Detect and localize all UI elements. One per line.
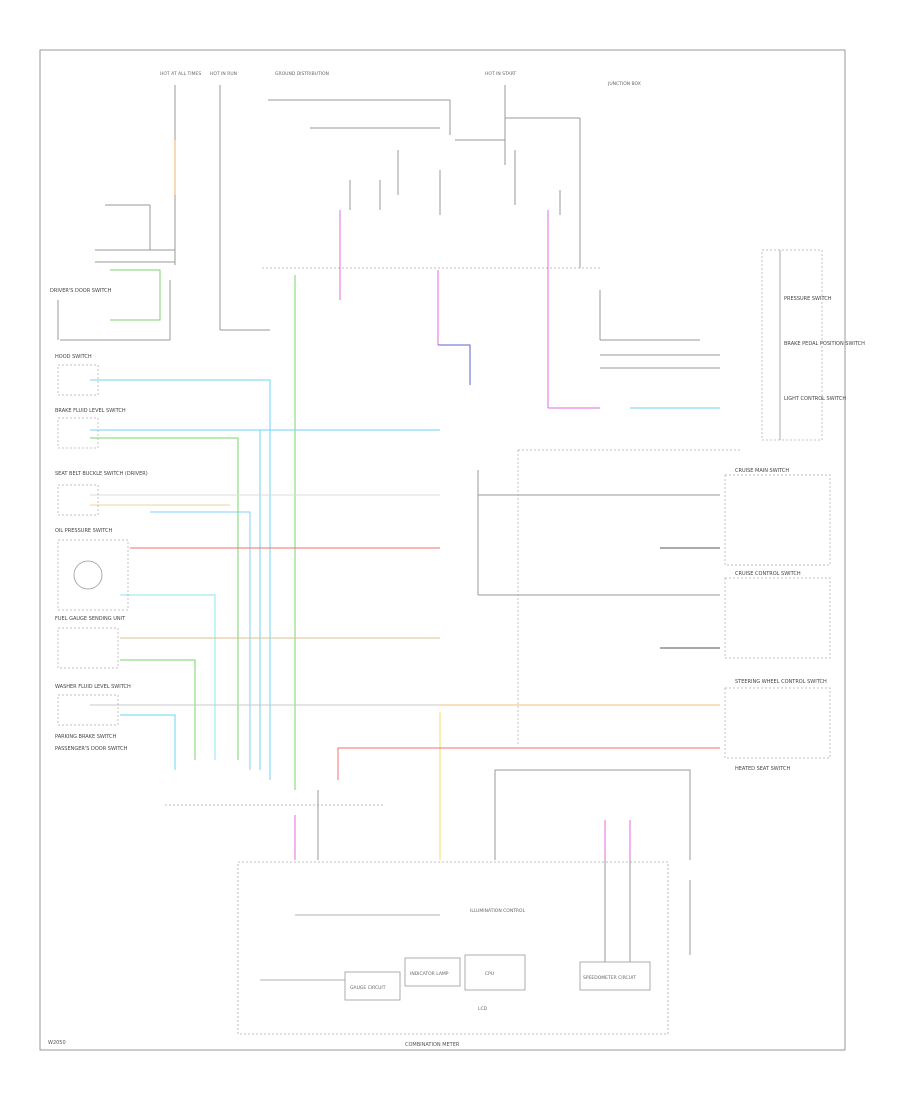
- block-ecu: [464, 954, 526, 991]
- wire-brake: [90, 494, 440, 770]
- block-lcd-label: LCD: [478, 1006, 488, 1012]
- wire-cyan-park: [120, 714, 176, 770]
- top-label-junction: JUNCTION BOX: [607, 81, 641, 87]
- block-amp: [579, 961, 651, 991]
- label-brake-sw: BRAKE PEDAL POSITION SWITCH: [784, 341, 865, 347]
- block-amp-label: SPEEDOMETER CIRCUIT: [583, 975, 636, 981]
- label-fuel-gauge: FUEL GAUGE SENDING UNIT: [55, 616, 126, 622]
- meter-feed-wiring: [317, 769, 691, 962]
- top-labels: HOT AT ALL TIMES HOT IN RUN GROUND DISTR…: [160, 71, 641, 87]
- right-wiring: [477, 290, 740, 745]
- top-label-hot-run: HOT IN RUN: [210, 71, 237, 77]
- label-door-switch: DRIVER'S DOOR SWITCH: [50, 288, 112, 294]
- block-ecu-label: CPU: [485, 971, 494, 977]
- label-pass-door: PASSENGER'S DOOR SWITCH: [55, 746, 128, 752]
- label-steering: STEERING WHEEL CONTROL SWITCH: [735, 679, 827, 685]
- wire-blue: [438, 344, 471, 385]
- label-heated-seat: HEATED SEAT SWITCH: [735, 766, 790, 772]
- block-indicator-label: INDICATOR LAMP: [410, 971, 449, 977]
- wire-green-hood: [90, 437, 239, 760]
- top-wiring: [57, 85, 600, 341]
- block-gauge: [344, 971, 401, 1001]
- block-gauge-label: GAUGE CIRCUIT: [350, 985, 386, 991]
- right-switch-boxes: [724, 474, 831, 759]
- label-washer: WASHER FLUID LEVEL SWITCH: [55, 684, 131, 690]
- label-cruise-ctrl: CRUISE CONTROL SWITCH: [735, 571, 801, 577]
- right-top-box: [761, 249, 823, 441]
- diagram-frame: [39, 49, 846, 1051]
- label-seatbelt: SEAT BELT BUCKLE SWITCH (DRIVER): [55, 471, 148, 477]
- wire-magenta: [294, 210, 631, 860]
- label-light-ctrl: LIGHT CONTROL SWITCH: [784, 396, 846, 402]
- label-brake-fluid: BRAKE FLUID LEVEL SWITCH: [55, 408, 126, 414]
- label-pressure: PRESSURE SWITCH: [784, 296, 832, 302]
- right-labels: CRUISE MAIN SWITCH CRUISE CONTROL SWITCH…: [735, 296, 865, 772]
- top-label-hot-bat: HOT AT ALL TIMES: [160, 71, 201, 77]
- label-cruise-main: CRUISE MAIN SWITCH: [735, 468, 789, 474]
- block-indicator: [404, 957, 461, 987]
- top-label-ground: GROUND DISTRIBUTION: [275, 71, 329, 77]
- combination-meter-box: [237, 861, 669, 1035]
- wire-cyan: [90, 379, 720, 780]
- wire-green: [110, 269, 296, 790]
- wire-yellow: [439, 704, 720, 860]
- label-park-brake: PARKING BRAKE SWITCH: [55, 734, 117, 740]
- label-hood-switch: HOOD SWITCH: [55, 354, 92, 360]
- wire-red-heated: [337, 747, 720, 780]
- left-switch-boxes: [57, 364, 129, 726]
- label-oil-pressure: OIL PRESSURE SWITCH: [55, 528, 113, 534]
- left-labels: DRIVER'S DOOR SWITCH HOOD SWITCH BRAKE F…: [50, 288, 148, 752]
- footer-label: COMBINATION METER: [405, 1042, 460, 1048]
- meter-internal: GAUGE CIRCUIT INDICATOR LAMP CPU SPEEDOM…: [260, 908, 651, 1012]
- page-ref: W2050: [48, 1040, 66, 1046]
- block-illum-label: ILLUMINATION CONTROL: [470, 908, 526, 914]
- top-label-hot-start: HOT IN START: [485, 71, 516, 77]
